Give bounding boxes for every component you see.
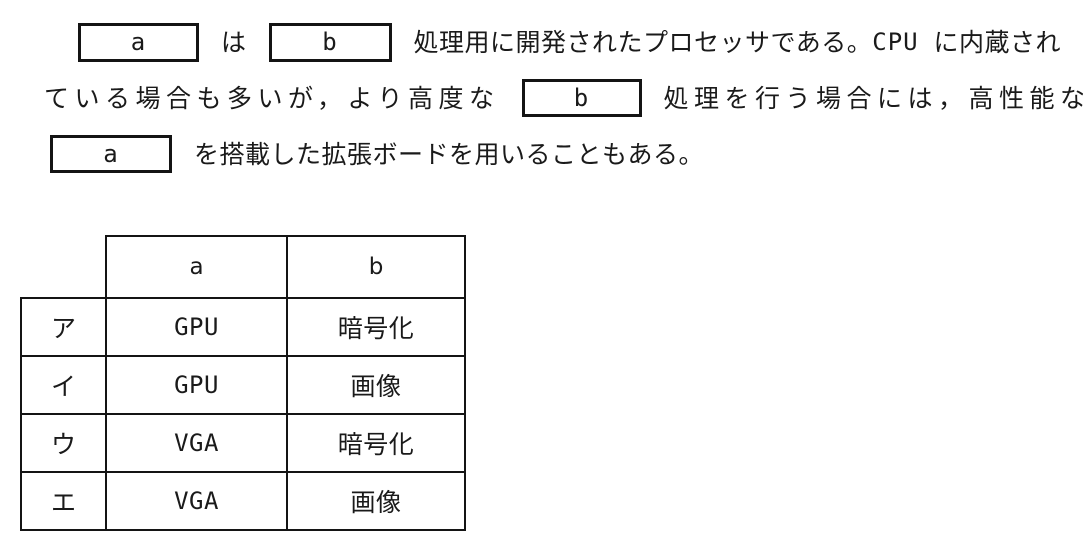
choice-label-a: ア <box>20 297 107 357</box>
statement-line-2-text-before: ている場合も多いが，より高度な <box>44 83 500 113</box>
statement-line-2-text-after: 処理を行う場合には，高性能な <box>663 83 1083 113</box>
choice-value-a-col: VGA <box>105 471 288 531</box>
particle-wa: は <box>221 27 247 57</box>
table-row[interactable]: ウ VGA 暗号化 <box>20 413 466 473</box>
statement-cpu-term: CPU <box>872 28 919 56</box>
choice-label-e: エ <box>20 471 107 531</box>
choice-value-a-col: VGA <box>105 413 288 473</box>
statement-line-1-text: 処理用に開発されたプロセッサである。 <box>413 27 873 57</box>
choice-value-b-col: 暗号化 <box>286 413 466 473</box>
blank-box-a-1[interactable]: a <box>78 22 199 62</box>
table-row[interactable]: イ GPU 画像 <box>20 355 466 415</box>
statement-line-2: ている場合も多いが，より高度な b 処理を行う場合には，高性能な <box>44 70 1083 126</box>
choice-table-header-row: a b <box>21 235 466 299</box>
choice-table-header-b: b <box>286 235 466 299</box>
table-row[interactable]: エ VGA 画像 <box>20 471 466 531</box>
choice-table-header-a: a <box>105 235 288 299</box>
choice-value-b-col: 画像 <box>286 355 466 415</box>
choice-label-i: イ <box>20 355 107 415</box>
choice-table-body: ア GPU 暗号化 イ GPU 画像 ウ VGA 暗号化 エ VGA 画 <box>20 297 466 531</box>
choice-value-b-col: 画像 <box>286 471 466 531</box>
choice-label-u: ウ <box>20 413 107 473</box>
statement-line-1: a は b 処理用に開発されたプロセッサである。 CPU に内蔵され <box>78 14 1061 70</box>
blank-box-a-2[interactable]: a <box>50 135 172 173</box>
choice-table-head: a b <box>21 235 466 299</box>
choice-table-corner-cell <box>21 236 106 298</box>
blank-box-b-1[interactable]: b <box>268 22 392 62</box>
choice-table: a b ア GPU 暗号化 イ GPU 画像 ウ VGA 暗号化 <box>20 235 466 531</box>
choice-value-b-col: 暗号化 <box>286 297 466 357</box>
statement-line-3: a を搭載した拡張ボードを用いることもある。 <box>50 126 704 182</box>
choice-table-container: a b ア GPU 暗号化 イ GPU 画像 ウ VGA 暗号化 <box>20 235 466 531</box>
statement-line-1-tail: に内蔵され <box>933 27 1062 57</box>
choice-value-a-col: GPU <box>105 355 288 415</box>
choice-value-a-col: GPU <box>105 297 288 357</box>
blank-box-b-2[interactable]: b <box>521 79 642 117</box>
table-row[interactable]: ア GPU 暗号化 <box>20 297 466 357</box>
statement-line-3-text: を搭載した拡張ボードを用いることもある。 <box>194 139 705 169</box>
